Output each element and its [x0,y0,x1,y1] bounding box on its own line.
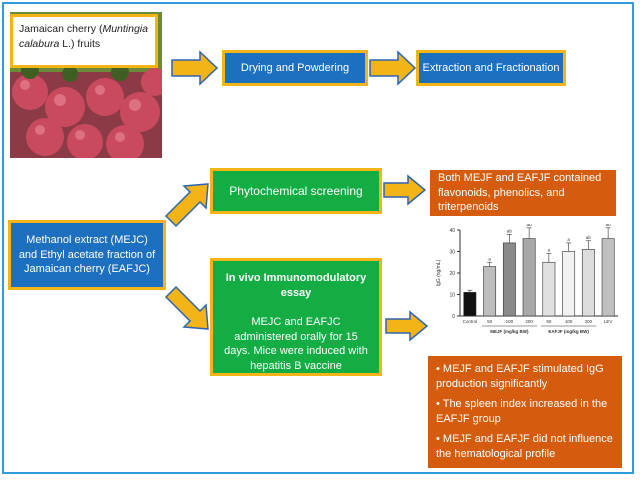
bar-annotation: ab [586,235,592,240]
result-text-2: The spleen index increased in the EAFJF … [436,398,608,425]
group-label-eafjf: EAFJF (mg/kg BW) [548,329,589,334]
bar [601,238,615,317]
result-item-1: • MEJF and EAFJF stimulated IgG producti… [436,363,604,391]
border-frame [2,2,634,474]
y-axis-label: IgG (ng/mL) [436,259,442,286]
bar-annotation: a [567,237,570,242]
phyto-result-text: Both MEJF and EAFJF contained flavonoids… [438,171,602,214]
bar [542,261,556,317]
assay-box: In vivo Immunomodulatory essay MEJC and … [210,258,382,387]
x-tick-label: 200 [525,319,533,324]
extract-box: Methanol extract (MEJC) and Ethyl acetat… [8,220,166,290]
y-tick-label: 30 [449,250,455,256]
extraction-label: Extraction and Fractionation [422,61,560,74]
y-tick-label: 10 [449,293,455,299]
group-label-mejf: MEJF (mg/kg BW) [490,329,529,334]
bar-annotation: ab [606,224,612,227]
bar [463,292,477,317]
assay-text: MEJC and EAFJC administered orally for 1… [224,315,368,388]
result-item-2: • The spleen index increased in the EAFJ… [436,398,608,425]
fruit-label-prefix: Jamaican cherry ( [19,23,103,35]
arrow-right-2 [369,50,417,86]
phyto-result-box: Both MEJF and EAFJF contained flavonoids… [430,170,616,216]
arrow-right-3 [383,174,427,206]
bar [581,249,595,317]
drying-box: Drying and Powdering [222,50,368,86]
bar [502,242,516,317]
result-text-1: MEJF and EAFJF stimulated IgG production… [436,363,604,391]
arrow-down-diagonal [164,285,209,330]
bar-annotation: a [488,256,491,261]
arrow-up-diagonal [164,183,209,228]
y-tick-label: 20 [449,271,455,277]
x-tick-label: 200 [585,319,593,324]
results-box: • MEJF and EAFJF stimulated IgG producti… [428,356,622,468]
drying-label: Drying and Powdering [240,61,350,74]
phyto-label: Phytochemical screening [229,183,363,198]
bar [562,251,576,317]
x-tick-label: 100 [565,319,573,324]
result-item-3: • MEJF and EAFJF did not influence the h… [436,432,613,460]
x-tick-label: Control [463,319,478,324]
extraction-box: Extraction and Fractionation [416,50,566,86]
phyto-box: Phytochemical screening [210,168,382,214]
fruit-label-suffix: L.) fruits [59,37,101,50]
x-tick-label: 50 [487,319,493,324]
fruit-label-italic: Muntingia calabura [19,23,148,50]
arrow-right-4 [385,310,429,342]
y-tick-label: 40 [449,228,455,234]
bar-annotation: ab [527,224,533,227]
bar-annotation: a [548,248,551,253]
bar [522,238,536,317]
x-tick-label: 100 [506,319,514,324]
result-text-3: MEJF and EAFJF did not influence the hem… [436,432,613,460]
x-tick-label: 50 [546,319,552,324]
fruit-label: Jamaican cherry (Muntingia calabura L.) … [10,14,158,68]
bar [483,266,497,317]
arrow-right-1 [171,50,219,86]
y-tick-label: 0 [452,314,455,320]
bar-annotation: ab [507,228,513,233]
extract-label: Methanol extract (MEJC) and Ethyl acetat… [18,233,156,276]
x-tick-label: LEV [604,319,613,324]
assay-title: In vivo Immunomodulatory essay [225,272,367,299]
